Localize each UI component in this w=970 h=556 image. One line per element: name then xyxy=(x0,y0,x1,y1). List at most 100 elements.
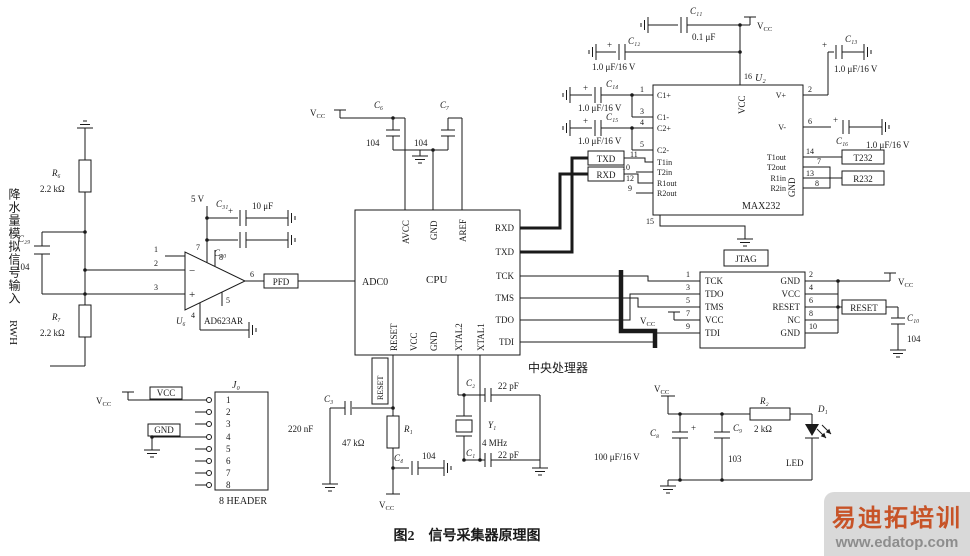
ground-icon xyxy=(640,16,655,34)
vcc-label: VCC xyxy=(640,316,655,328)
opamp-pin7: 7 xyxy=(196,243,200,252)
signal-bus xyxy=(618,270,658,348)
figure-caption: 图2 信号采集器原理图 xyxy=(394,527,541,544)
max232-lpin-num: 4 xyxy=(640,118,644,127)
max232-lpin-num: 12 xyxy=(626,174,634,183)
max232-lpin-num: 9 xyxy=(628,184,632,193)
max232-lpin-name: T2in xyxy=(657,168,672,177)
max232-rpin-name: V+ xyxy=(776,91,787,100)
c2-ref: C₂ xyxy=(466,378,475,388)
max232-lpin-num: 1 xyxy=(640,85,644,94)
c1-value: 22 pF xyxy=(498,450,519,460)
max232-rpin-num: 14 xyxy=(806,147,814,156)
led-circuit: VCC + C₈ 100 μF/16 V C₉ 103 D₁ LED R₂ 2 … xyxy=(594,384,832,494)
input-net-rwh: RWH xyxy=(7,320,19,346)
c14-value: 1.0 μF/16 V xyxy=(578,103,622,113)
max232-gnd-name: GND xyxy=(787,177,797,197)
jtag-rpin-name: VCC xyxy=(781,289,800,299)
opamp-pin5: 5 xyxy=(226,296,230,305)
c8-value: 100 μF/16 V xyxy=(594,452,640,462)
header-pin: 7 xyxy=(226,468,231,478)
opamp-section: − + 5 V + C₃₁ 10 μF C₃₀ PFD 1 2 3 xyxy=(154,194,355,339)
jtag-rpin-num: 8 xyxy=(809,309,813,318)
c13-ref: C₁₃ xyxy=(845,34,857,44)
vcc-label: VCC xyxy=(898,277,913,289)
c3-ref: C₃ xyxy=(324,394,333,404)
reset-netlabel: RESET xyxy=(850,303,878,313)
reset-vertical-netlabel-box xyxy=(371,357,389,405)
ground-icon xyxy=(889,343,907,358)
c7-value: 104 xyxy=(414,138,428,148)
ground-icon xyxy=(562,119,577,137)
cpu-block xyxy=(354,209,521,356)
c14-plus-mark: + xyxy=(583,83,588,93)
cpu-pin-gnd-bottom: GND xyxy=(429,331,439,351)
jtag-rpin-name: NC xyxy=(787,315,800,325)
c12-ref: C₁₂ xyxy=(628,36,640,46)
header-vcc-label: VCC xyxy=(157,388,176,398)
max232-lpin-name: R1out xyxy=(657,179,677,188)
header-vcc-box xyxy=(149,386,183,400)
opamp-plus: + xyxy=(189,289,195,301)
jtag-rpin-name: GND xyxy=(781,328,801,338)
resistor-r6 xyxy=(78,159,92,193)
max232-rpin-num: 7 xyxy=(817,157,821,166)
jtag-section: JTAG TCK TDO TMS VCC TDI GND VCC RESET N… xyxy=(640,249,921,358)
r7-ref: R₇ xyxy=(51,312,61,322)
c16-plus-mark: + xyxy=(833,115,838,125)
header-pin: 1 xyxy=(226,395,231,405)
c13-value: 1.0 μF/16 V xyxy=(834,64,878,74)
opamp-pin2: 2 xyxy=(154,259,158,268)
r6-ref: R₆ xyxy=(51,168,61,178)
ground-icon xyxy=(562,86,577,104)
ground-icon xyxy=(76,120,94,135)
pfd-netlabel: PFD xyxy=(273,277,290,287)
jtag-rpin-name: GND xyxy=(781,276,801,286)
jtag-lpin-name: TCK xyxy=(705,276,724,286)
cpu-pin-xtal2: XTAL2 xyxy=(454,323,464,351)
resistor-r7 xyxy=(78,304,92,338)
cpu-pin-tdo: TDO xyxy=(496,315,515,325)
jtag-lpin-num: 9 xyxy=(686,322,690,331)
d1-ref: D₁ xyxy=(817,404,828,414)
header-pin: 4 xyxy=(226,432,231,442)
jtag-title-box xyxy=(723,249,769,267)
r232-netlabel: R232 xyxy=(853,174,873,184)
cpu-section: ADC0 CPU 中央处理器 VCC C₆ 104 C₇ 104 AVCC GN… xyxy=(310,100,588,375)
jtag-lpin-name: VCC xyxy=(705,315,724,325)
ground-icon xyxy=(875,118,890,136)
ground-icon xyxy=(659,479,677,494)
max232-ref: U₂ xyxy=(755,73,766,84)
max232-rpin-name: V- xyxy=(778,123,786,132)
cpu-pin-rxd: RXD xyxy=(495,223,515,233)
reset-circuit: RESET C₃ 220 nF R₁ 47 kΩ C₄ 104 VCC xyxy=(288,355,452,512)
jtag-rpin-num: 4 xyxy=(809,283,813,292)
max232-part: MAX232 xyxy=(742,201,780,212)
vcc-label: VCC xyxy=(654,384,669,396)
c16-ref: C₁₆ xyxy=(836,136,848,146)
crystal-circuit: C₂ 22 pF C₁ 22 pF Y₁ 4 MHz xyxy=(455,355,549,476)
r2-ref: R₂ xyxy=(759,396,769,406)
c4-ref: C₄ xyxy=(394,453,403,463)
max232-lpin-num: 5 xyxy=(640,140,644,149)
ground-icon xyxy=(857,43,872,61)
c13-plus-mark: + xyxy=(822,40,827,50)
header-part: 8 HEADER xyxy=(219,496,267,507)
t232-netlabel: T232 xyxy=(854,153,873,163)
input-description-vertical: 降水量模拟信号输入 xyxy=(7,188,21,305)
ground-icon xyxy=(588,43,603,61)
led-diode-symbol xyxy=(805,424,819,436)
cpu-pin-reset: RESET xyxy=(389,323,399,351)
header-ref: J₀ xyxy=(232,380,240,391)
header-pin: 3 xyxy=(226,419,231,429)
max232-lpin-name: C2- xyxy=(657,146,669,155)
c12-plus-mark: + xyxy=(607,40,612,50)
cpu-pin-xtal1: XTAL1 xyxy=(476,323,486,351)
max232-gnd-num: 15 xyxy=(646,217,654,226)
opamp-minus: − xyxy=(189,265,195,277)
c10-value: 104 xyxy=(907,334,921,344)
max232-lpin-name: C2+ xyxy=(657,124,671,133)
c15-plus-mark: + xyxy=(583,116,588,126)
header-gnd-box xyxy=(147,423,181,437)
cpu-pin-tck: TCK xyxy=(496,271,515,281)
